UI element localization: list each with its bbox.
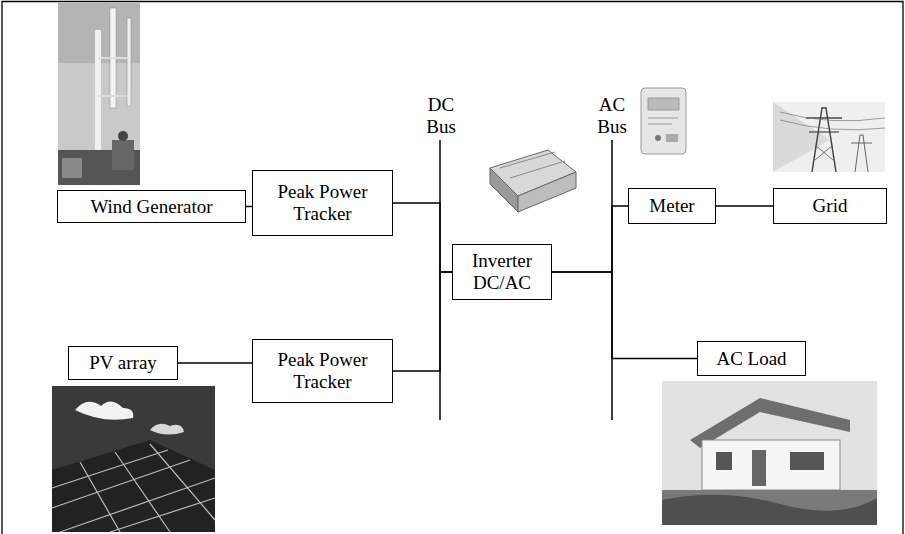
inverter-photo <box>490 150 576 212</box>
wire-line <box>552 272 697 359</box>
wire-line <box>393 203 452 272</box>
grid-box: Grid <box>773 188 887 224</box>
wire-line <box>552 206 628 272</box>
box-text: Grid <box>813 195 848 217</box>
tracker-box: Peak Power Tracker <box>252 339 393 403</box>
source-box: PV array <box>68 346 178 380</box>
house-photo <box>662 381 877 525</box>
load-box: AC Load <box>697 341 806 376</box>
box-text: AC Load <box>716 348 786 370</box>
meter-photo <box>641 88 686 154</box>
wire <box>716 206 773 207</box>
tracker-box: Peak Power Tracker <box>252 170 393 236</box>
wind-turbine-photo <box>58 3 140 185</box>
solar-panel-photo <box>52 386 215 532</box>
wire-line <box>178 362 252 364</box>
box-text: Wind Generator <box>90 196 212 218</box>
box-text: PV array <box>89 352 157 374</box>
box-text: Peak Power Tracker <box>253 349 392 393</box>
wire <box>393 203 452 272</box>
bus-label: DC Bus <box>419 94 463 138</box>
box-text: Inverter DC/AC <box>453 250 551 294</box>
inverter-box: Inverter DC/AC <box>452 244 552 300</box>
box-text: Peak Power Tracker <box>253 181 392 225</box>
wire <box>178 363 252 364</box>
wire-line <box>393 272 452 371</box>
wire <box>552 206 628 272</box>
power-grid-photo <box>773 102 885 172</box>
meter-box: Meter <box>628 188 716 224</box>
wire <box>552 272 697 359</box>
wire-line <box>716 205 773 207</box>
box-text: Meter <box>649 195 694 217</box>
source-box: Wind Generator <box>57 190 246 223</box>
bus-label: AC Bus <box>590 94 634 138</box>
wire <box>393 272 452 371</box>
